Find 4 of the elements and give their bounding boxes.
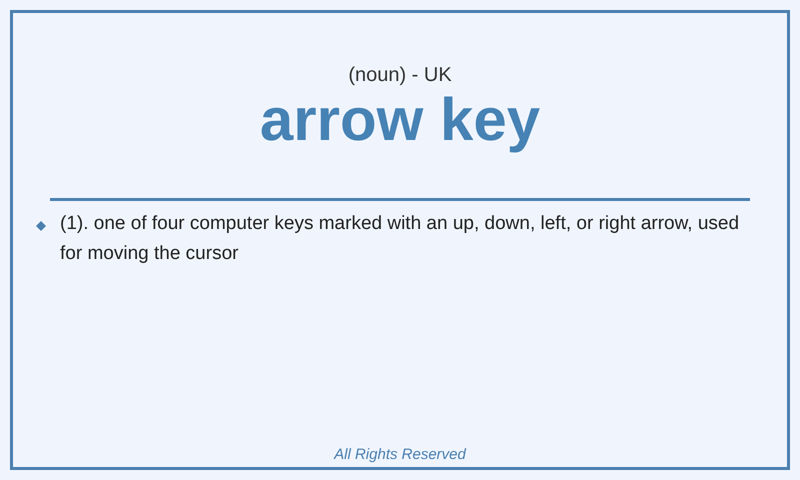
headword: arrow key	[260, 86, 540, 155]
footer-text: All Rights Reserved	[334, 445, 466, 465]
part-of-speech: (noun) - UK	[347, 63, 453, 88]
definition-text: (1). one of four computer keys marked with an up, down, left, or right arrow, used for moving the cursor	[60, 212, 740, 266]
